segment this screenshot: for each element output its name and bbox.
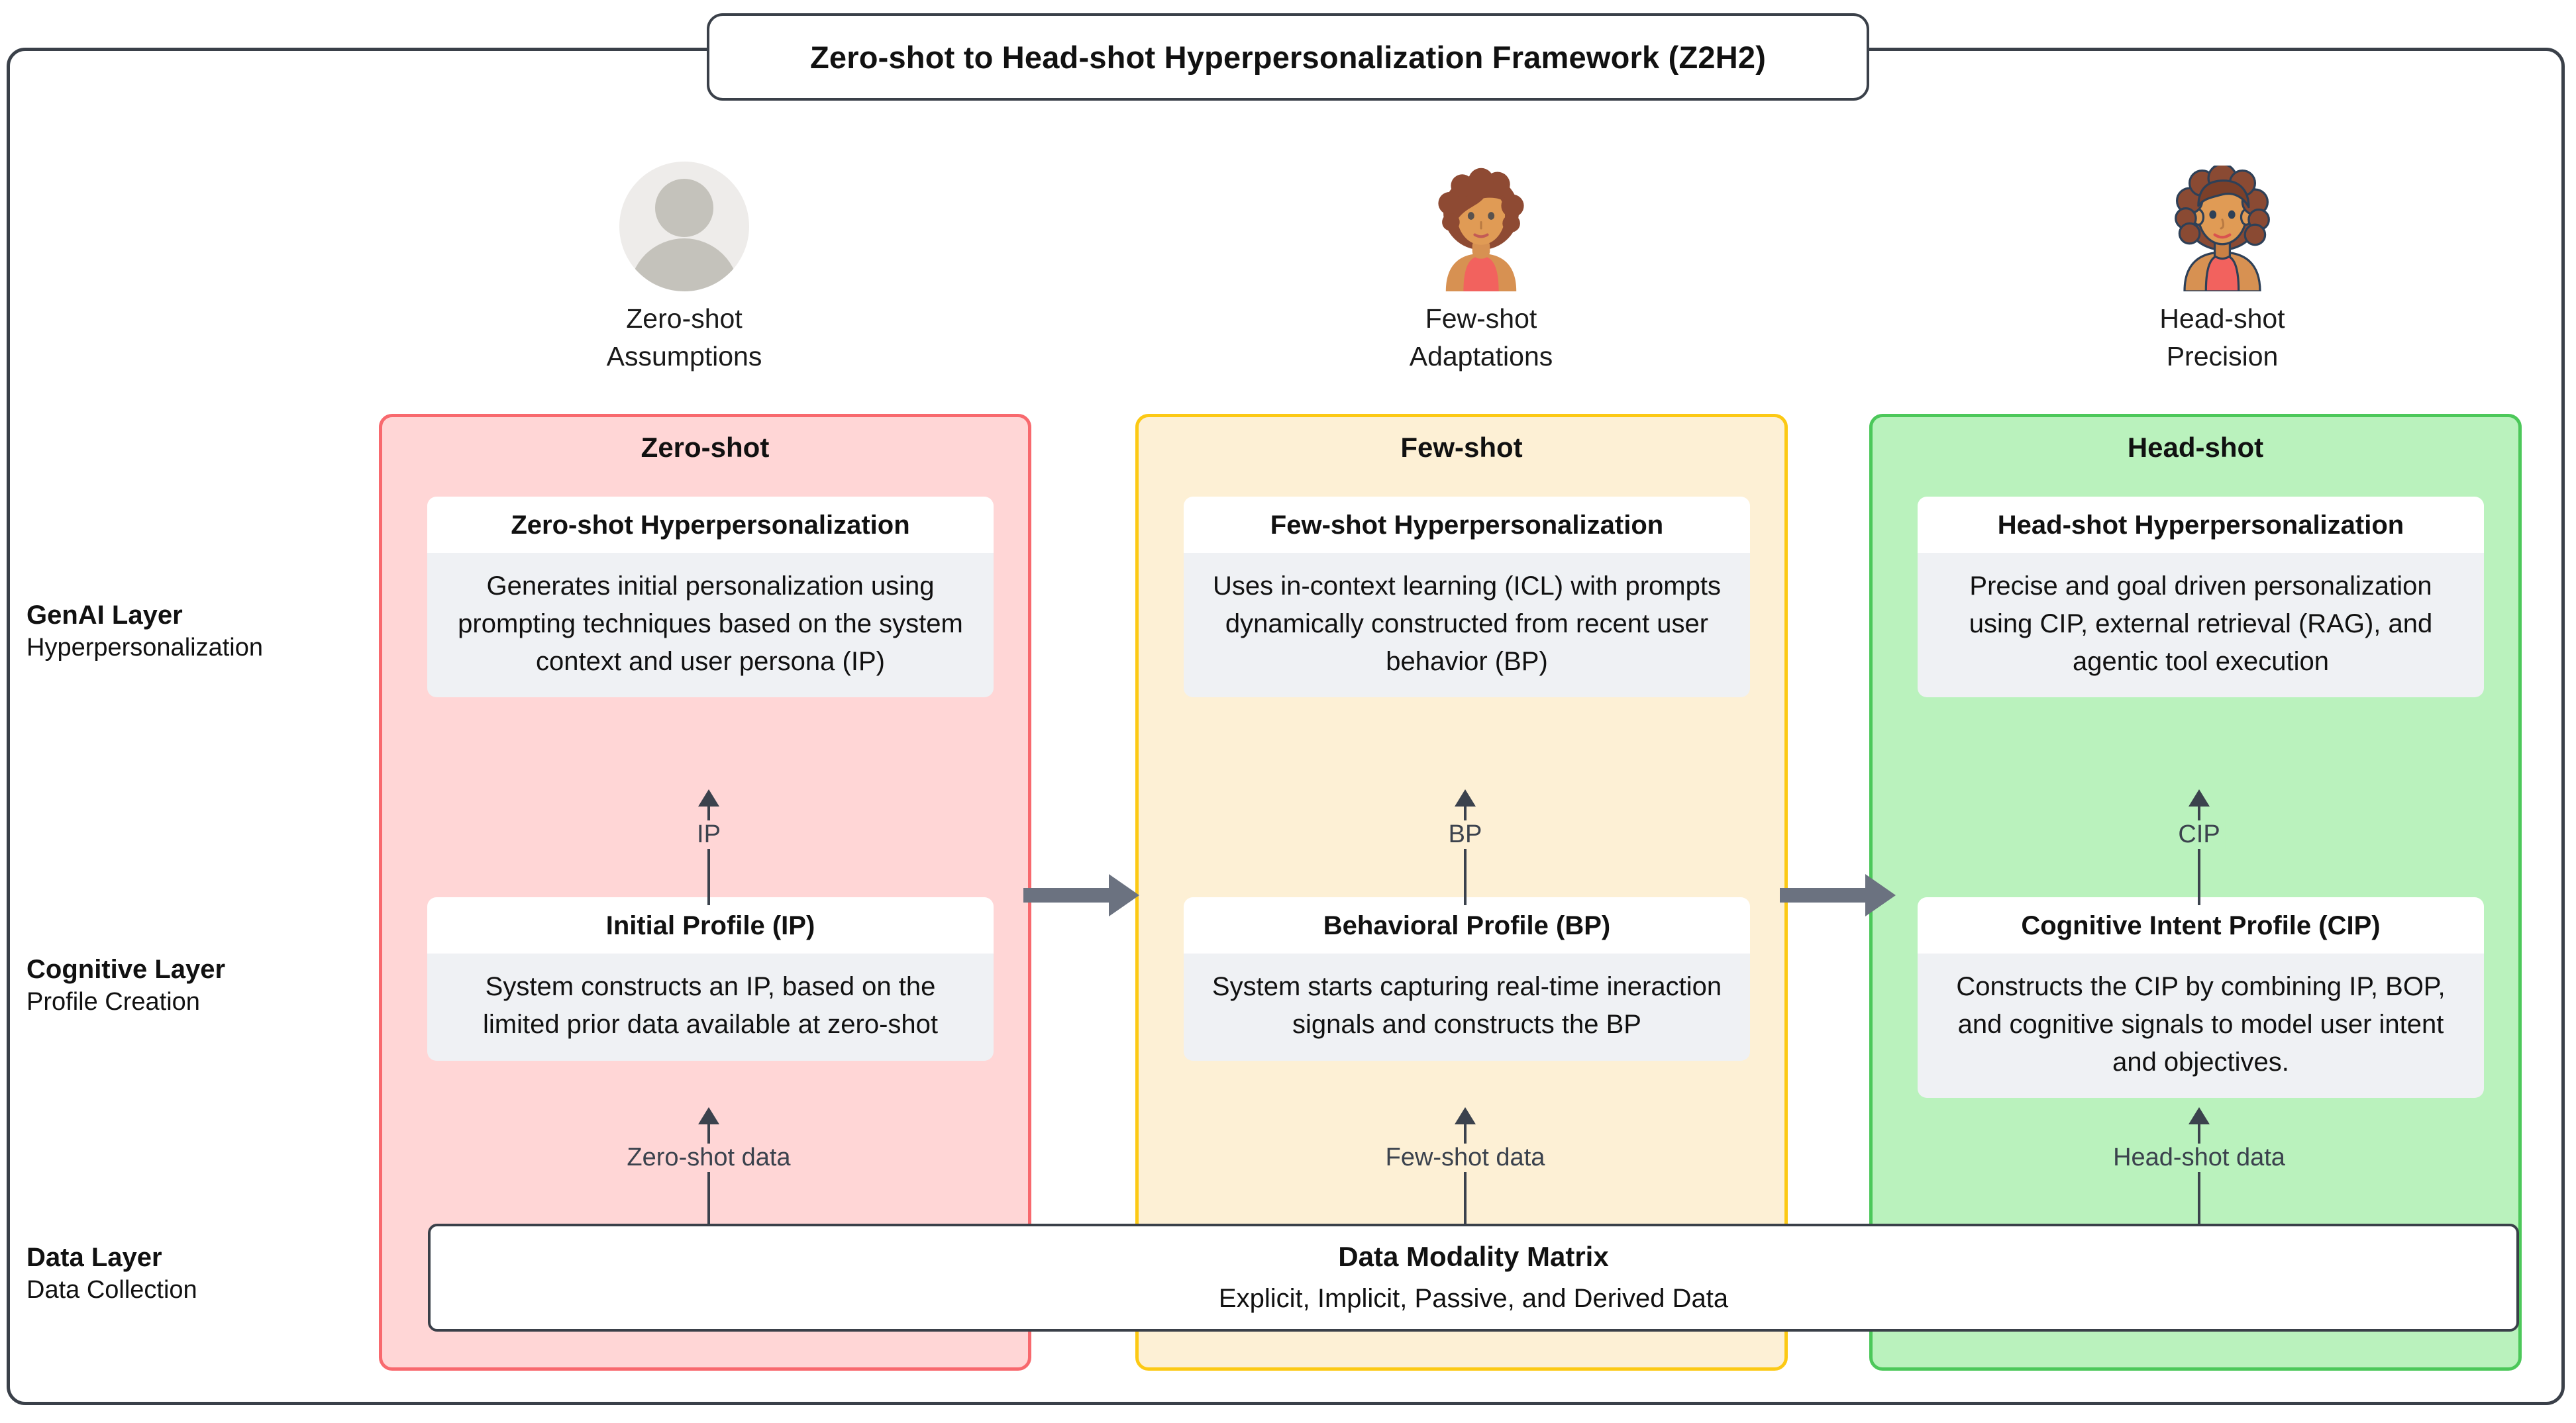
- layer-name: GenAI Layer: [26, 601, 183, 630]
- persona-few-shot: Few-shot Adaptations: [1342, 156, 1620, 374]
- connector-label: Head-shot data: [2108, 1144, 2291, 1172]
- persona-caption-line1: Few-shot: [1425, 303, 1537, 334]
- persona-caption-line1: Zero-shot: [626, 303, 743, 334]
- card-title: Zero-shot Hyperpersonalization: [427, 497, 994, 553]
- layer-label-genai: GenAI Layer Hyperpersonalization: [26, 599, 263, 663]
- connector-stem: [1464, 805, 1467, 905]
- connector-stem: [1464, 1123, 1467, 1226]
- arrowhead-icon: [698, 1107, 719, 1124]
- persona-caption-line2: Assumptions: [606, 340, 762, 371]
- card-few-shot-cognitive[interactable]: Behavioral Profile (BP) System starts ca…: [1184, 897, 1750, 1061]
- column-title: Zero-shot: [641, 432, 770, 463]
- persona-caption-line1: Head-shot: [2159, 303, 2285, 334]
- card-few-shot-genai[interactable]: Few-shot Hyperpersonalization Uses in-co…: [1184, 497, 1750, 698]
- card-title: Head-shot Hyperpersonalization: [1918, 497, 2484, 553]
- connector-label: CIP: [2173, 820, 2226, 849]
- avatar-body-shape: [629, 238, 739, 291]
- column-title: Few-shot: [1400, 432, 1523, 463]
- layer-name: Data Layer: [26, 1243, 162, 1272]
- arrowhead-icon: [698, 789, 719, 807]
- persona-head-shot: Head-shot Precision: [2083, 156, 2361, 374]
- connector-zero-shot-ip: IP: [629, 789, 788, 905]
- generic-user-avatar-icon: [619, 162, 749, 291]
- connector-label: Zero-shot data: [621, 1144, 796, 1172]
- layer-subtitle: Profile Creation: [26, 987, 200, 1016]
- connector-head-shot-data: Head-shot data: [2108, 1107, 2291, 1226]
- arrow-shaft: [1023, 888, 1111, 903]
- layer-subtitle: Hyperpersonalization: [26, 633, 263, 662]
- card-title: Cognitive Intent Profile (CIP): [1918, 897, 2484, 954]
- persona-zero-shot: Zero-shot Assumptions: [545, 156, 823, 374]
- card-zero-shot-cognitive[interactable]: Initial Profile (IP) System constructs a…: [427, 897, 994, 1061]
- connector-stem: [707, 1123, 710, 1226]
- woman-emoji-avatar-icon: [1438, 168, 1524, 291]
- arrowhead-icon: [1109, 874, 1139, 916]
- card-head-shot-cognitive[interactable]: Cognitive Intent Profile (CIP) Construct…: [1918, 897, 2484, 1099]
- connector-label: Few-shot data: [1380, 1144, 1551, 1172]
- card-body: System starts capturing real-time inerac…: [1184, 954, 1750, 1061]
- card-body: Uses in-context learning (ICL) with prom…: [1184, 553, 1750, 698]
- card-title: Initial Profile (IP): [427, 897, 994, 954]
- diagram-title-pill: Zero-shot to Head-shot Hyperpersonalizat…: [707, 13, 1869, 101]
- persona-avatar-wrap: [1342, 156, 1620, 291]
- avatar-head-shape: [655, 179, 713, 237]
- connector-head-shot-cip: CIP: [2120, 789, 2279, 905]
- stage-arrow-zero-to-few: [1023, 874, 1139, 916]
- layer-label-data: Data Layer Data Collection: [26, 1242, 197, 1306]
- card-title: Behavioral Profile (BP): [1184, 897, 1750, 954]
- card-body: Generates initial personalization using …: [427, 553, 994, 698]
- connector-stem: [2198, 1123, 2200, 1226]
- arrowhead-icon: [2189, 789, 2210, 807]
- persona-caption-line2: Adaptations: [1409, 340, 1553, 371]
- arrowhead-icon: [1455, 1107, 1476, 1124]
- layer-subtitle: Data Collection: [26, 1275, 197, 1304]
- arrow-shaft: [1780, 888, 1867, 903]
- connector-few-shot-data: Few-shot data: [1380, 1107, 1551, 1226]
- card-head-shot-genai[interactable]: Head-shot Hyperpersonalization Precise a…: [1918, 497, 2484, 698]
- data-modality-title: Data Modality Matrix: [1338, 1241, 1609, 1273]
- woman-illustration-avatar-icon: [2175, 166, 2270, 291]
- arrowhead-icon: [1455, 789, 1476, 807]
- stage-arrow-few-to-head: [1780, 874, 1896, 916]
- card-title: Few-shot Hyperpersonalization: [1184, 497, 1750, 553]
- column-title: Head-shot: [2127, 432, 2264, 463]
- connector-stem: [2198, 805, 2200, 905]
- data-modality-matrix[interactable]: Data Modality Matrix Explicit, Implicit,…: [428, 1224, 2519, 1332]
- layer-label-cognitive: Cognitive Layer Profile Creation: [26, 954, 225, 1018]
- layer-name: Cognitive Layer: [26, 955, 226, 984]
- card-body: Constructs the CIP by combining IP, BOP,…: [1918, 954, 2484, 1099]
- persona-avatar-wrap: [545, 156, 823, 291]
- page-title: Zero-shot to Head-shot Hyperpersonalizat…: [809, 39, 1767, 75]
- persona-avatar-wrap: [2083, 156, 2361, 291]
- connector-few-shot-bp: BP: [1386, 789, 1545, 905]
- persona-caption-line2: Precision: [2166, 340, 2279, 371]
- card-body: System constructs an IP, based on the li…: [427, 954, 994, 1061]
- data-modality-subtitle: Explicit, Implicit, Passive, and Derived…: [1218, 1283, 1729, 1313]
- card-body: Precise and goal driven personalization …: [1918, 553, 2484, 698]
- connector-stem: [707, 805, 710, 905]
- connector-label: IP: [692, 820, 726, 849]
- arrowhead-icon: [2189, 1107, 2210, 1124]
- card-zero-shot-genai[interactable]: Zero-shot Hyperpersonalization Generates…: [427, 497, 994, 698]
- connector-zero-shot-data: Zero-shot data: [621, 1107, 796, 1226]
- arrowhead-icon: [1865, 874, 1896, 916]
- connector-label: BP: [1443, 820, 1488, 849]
